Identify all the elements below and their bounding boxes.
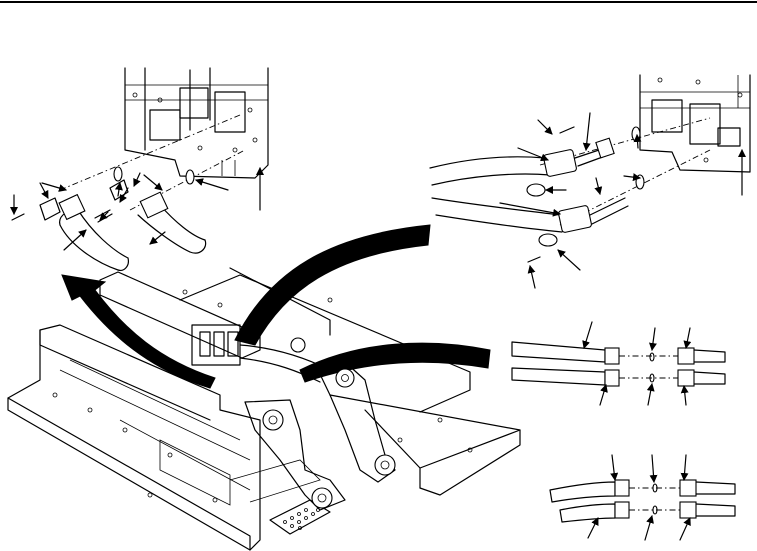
chassis-main bbox=[7, 267, 521, 551]
hose-right-1 bbox=[429, 126, 641, 186]
boom-mount bbox=[244, 337, 396, 511]
perforated-step bbox=[269, 499, 331, 535]
callout-arrows-top-left bbox=[10, 167, 264, 251]
callout-arrows-top-right bbox=[499, 112, 746, 289]
flange-set-left bbox=[11, 166, 195, 223]
valve-block-left bbox=[124, 67, 269, 179]
detail-top-left bbox=[10, 67, 269, 271]
hose-right-2 bbox=[431, 174, 645, 233]
fittings-detail-lower bbox=[549, 454, 736, 541]
clamps-right bbox=[526, 126, 575, 263]
hose-left-1 bbox=[58, 193, 129, 271]
leader-to-right-fittings bbox=[299, 342, 491, 383]
hose-left-2 bbox=[137, 191, 207, 254]
valve-assembly-center bbox=[191, 324, 331, 383]
detail-top-right bbox=[429, 74, 751, 289]
fittings-detail-upper bbox=[511, 321, 726, 406]
